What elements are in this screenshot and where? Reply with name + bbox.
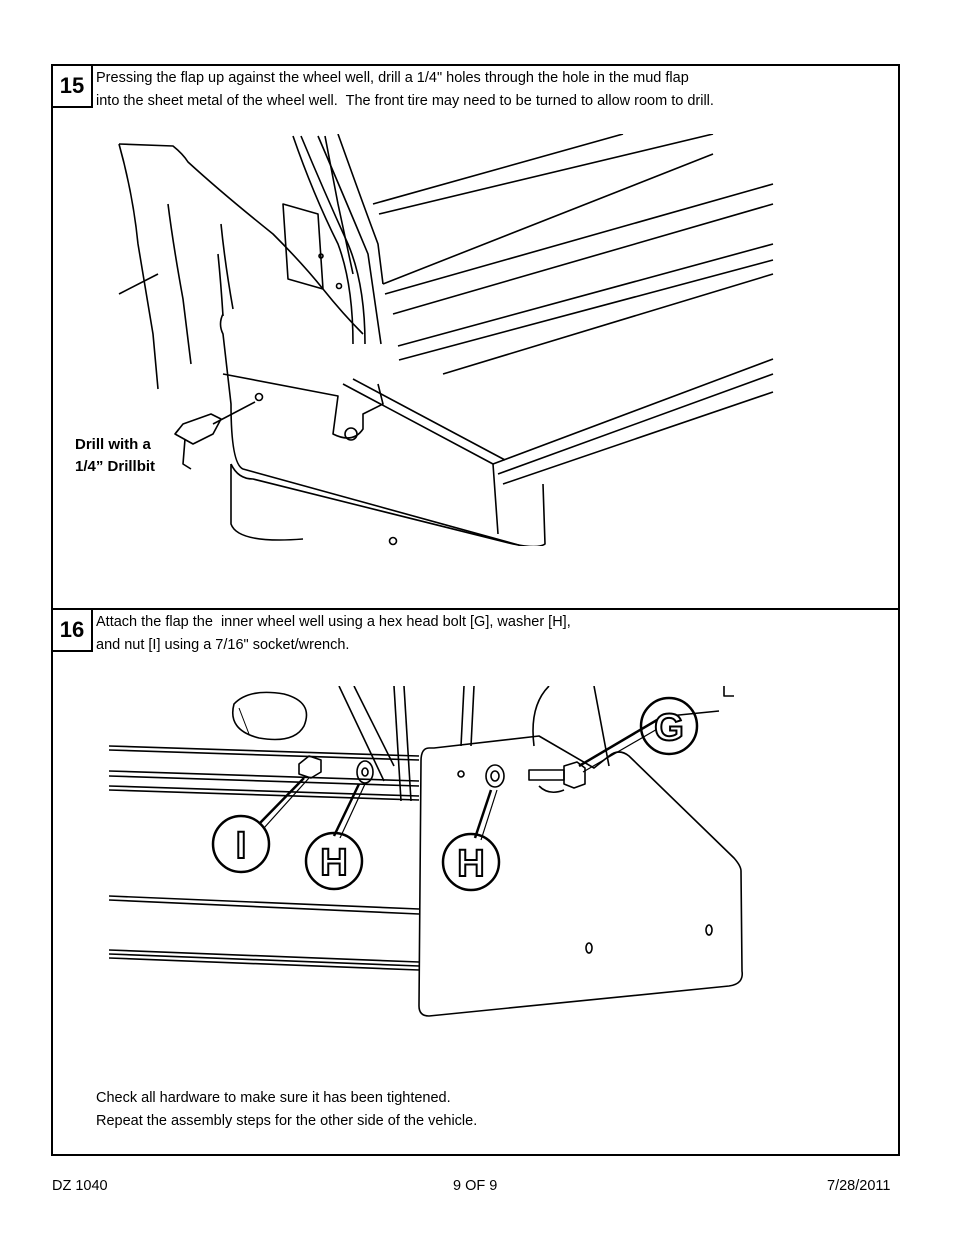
callout-line-2: 1/4” Drillbit [75, 458, 156, 475]
step-number: 16 [51, 608, 93, 652]
step-number: 15 [51, 64, 93, 108]
callout-label-h-left: H [320, 842, 347, 884]
note-line-2: Repeat the assembly steps for the other … [96, 1113, 478, 1129]
callout-label-h-right: H [457, 843, 484, 885]
final-notes: Check all hardware to make sure it has b… [96, 1087, 477, 1133]
drill-illustration [118, 134, 774, 546]
step-16-panel: 16 Attach the flap the inner wheel well … [51, 608, 900, 1156]
footer-date: 7/28/2011 [827, 1178, 891, 1194]
instruction-line-1: Pressing the flap up against the wheel w… [96, 70, 689, 86]
instruction-line-2: and nut [I] using a 7/16" socket/wrench. [96, 637, 350, 653]
footer-doc-id: DZ 1040 [52, 1178, 108, 1194]
step-instructions: Attach the flap the inner wheel well usi… [96, 611, 571, 657]
footer-page-number: 9 OF 9 [453, 1178, 498, 1194]
drill-callout: Drill with a 1/4” Drillbit [75, 434, 155, 478]
instruction-line-2: into the sheet metal of the wheel well. … [96, 93, 714, 109]
step-15-panel: 15 Pressing the flap up against the whee… [51, 64, 900, 610]
note-line-1: Check all hardware to make sure it has b… [96, 1090, 451, 1106]
callout-label-g: G [654, 707, 684, 749]
hardware-illustration: I H H G [109, 686, 744, 1017]
instruction-line-1: Attach the flap the inner wheel well usi… [96, 614, 571, 630]
callout-line-1: Drill with a [75, 436, 151, 453]
step-instructions: Pressing the flap up against the wheel w… [96, 67, 714, 113]
callout-label-i: I [236, 825, 247, 867]
